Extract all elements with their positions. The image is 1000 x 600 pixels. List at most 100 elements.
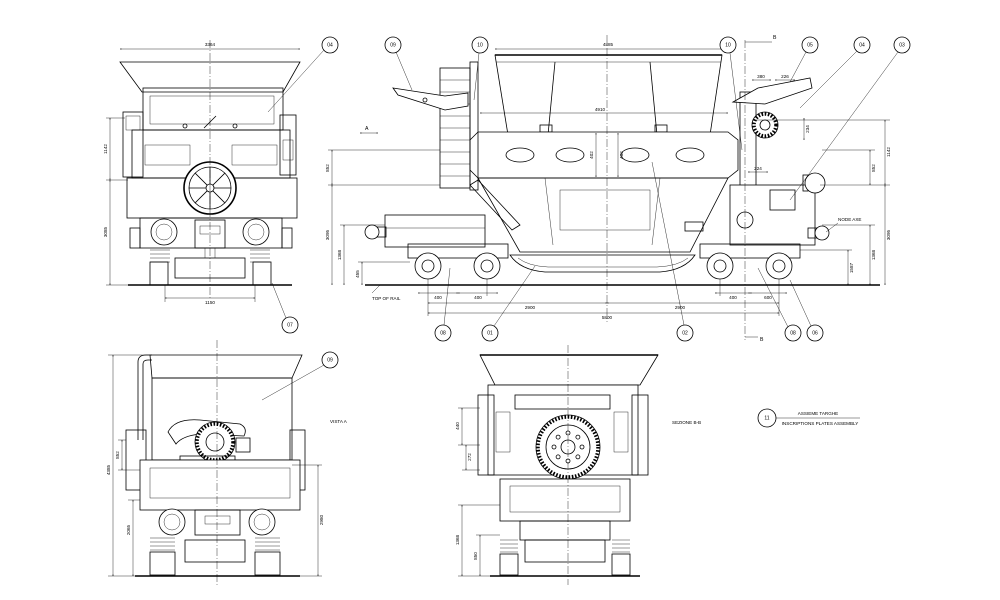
dim-left-455: 455: [355, 270, 360, 278]
wheel-left: [149, 551, 176, 576]
wheel-right: [611, 553, 631, 576]
legend-item-number: 11: [764, 415, 769, 421]
callout-number: 10: [477, 42, 483, 48]
dim-lower-height: 3085: [103, 226, 108, 237]
plates-legend: 11 ASSIEME TARGHE INSCRIPTIONS PLATES AS…: [757, 408, 860, 428]
axle-note: NODE AXE: [838, 217, 862, 222]
dim-852: 852: [115, 451, 120, 459]
discharge-chute: [509, 254, 696, 273]
dim-total: 5800: [602, 315, 613, 320]
gear-hub: [205, 432, 225, 452]
dim-hopper-top: 4885: [603, 42, 614, 47]
section-title: SEZIONE B-B: [672, 420, 701, 425]
pipe: [137, 354, 152, 440]
callout-10-left: 10: [471, 36, 489, 101]
callout-number: 07: [287, 322, 293, 328]
callout-04: 04: [267, 36, 339, 113]
spring-left: [500, 539, 518, 553]
dim-right-3095: 3095: [886, 229, 891, 240]
dim-top-226: 226: [781, 74, 789, 79]
extension-lines-left: [328, 149, 440, 263]
callout-number: 04: [859, 42, 865, 48]
funnel-stiffeners: [544, 177, 661, 246]
frame-panel: [149, 467, 291, 499]
axle-box-left-inner: [163, 513, 181, 531]
coupler-head: [204, 515, 231, 525]
right-bogie-wheel: [765, 252, 793, 280]
panel-knob: [232, 123, 238, 129]
coupler-box: [194, 509, 241, 536]
right-end-structure: [729, 184, 816, 246]
dim-right-1587: 1587: [849, 262, 854, 273]
right-gear-teeth: [752, 112, 778, 138]
view-a-title: VISTA A: [330, 419, 348, 424]
spring-right: [612, 539, 630, 553]
dim-right-852: 852: [871, 164, 876, 172]
control-box: [769, 189, 796, 211]
lever-arm-right: [731, 77, 813, 105]
left-post: [477, 394, 495, 476]
dim-left-3095: 3095: [325, 229, 330, 240]
dim-lower-right: 2980: [319, 514, 324, 525]
right-bogie-frame: [699, 243, 801, 259]
callout-number: 10: [725, 42, 731, 48]
dim-left-1368: 1368: [337, 249, 342, 260]
tail-lamp: [804, 172, 826, 194]
right-gear-hub: [759, 119, 771, 131]
lower-frame: [499, 478, 631, 522]
dim-lower-left: 2065: [126, 524, 131, 535]
dim-side-224: 224: [754, 166, 762, 171]
dim-half-right: 2900: [675, 305, 686, 310]
hopper-funnel: [477, 177, 729, 253]
discharge-section: [524, 539, 606, 563]
wheel-hub: [421, 259, 435, 273]
hopper-top: [479, 354, 659, 386]
callout-number: 04: [327, 42, 333, 48]
callout-07: 07: [271, 282, 299, 334]
wheel-left: [149, 261, 169, 286]
left-post: [122, 111, 144, 178]
panel-knob: [182, 123, 188, 129]
left-post-plate: [125, 115, 141, 131]
main-girder: [469, 131, 739, 179]
callout-08-left: 08: [434, 267, 452, 342]
extension-lines: [106, 117, 256, 302]
left-column: [469, 61, 479, 191]
callout-number: 05: [807, 42, 813, 48]
side-buffer-right: [281, 227, 293, 249]
wheel-hub: [713, 259, 727, 273]
dim-bogie-right-a: 400: [729, 295, 737, 300]
spring-left: [150, 537, 175, 551]
section-marker-top: B: [773, 35, 777, 41]
spring-right: [255, 537, 280, 551]
spring-left: [150, 249, 170, 263]
side-view: B B A 4885 4910 402 402 852 3095 1368 45…: [325, 35, 911, 343]
callout-number: 08: [790, 330, 796, 336]
end-view: 3364 1142 3085 1150 04 07: [103, 36, 339, 334]
left-buffer: [364, 224, 380, 240]
right-post: [279, 114, 297, 176]
left-end-platform: [384, 214, 486, 248]
callout-03: 03: [789, 36, 911, 201]
dim-bogie-span: 1150: [205, 300, 215, 305]
bottom-box: [519, 520, 611, 541]
body-window-left: [144, 144, 191, 166]
callout-number: 01: [487, 330, 493, 336]
dim-272: 272: [467, 453, 472, 461]
right-post-plate: [282, 139, 294, 161]
gear-bolt-holes: [551, 430, 585, 464]
callout-number: 06: [812, 330, 818, 336]
discharge-chute-inner: [517, 257, 689, 268]
wheel-right: [252, 261, 272, 286]
hopper-inner-panel: [149, 95, 275, 125]
dim-left-852: 852: [325, 164, 330, 172]
main-frame: [139, 459, 301, 511]
underframe-box: [184, 539, 246, 563]
axle-box-left: [158, 508, 186, 536]
diagonal-strut: [469, 179, 521, 231]
axle-box-right: [248, 508, 276, 536]
frame-bracket: [539, 124, 553, 133]
callout-number: 09: [390, 42, 396, 48]
wheel-hub: [480, 259, 494, 273]
top-of-rail-leader: [371, 284, 381, 294]
